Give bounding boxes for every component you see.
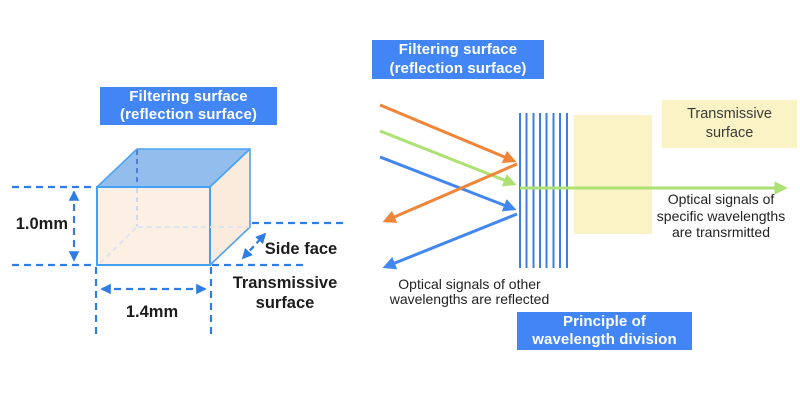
transmitted-caption-line2: specific wavelengths (656, 207, 786, 224)
transmissive-surface-box: Transmissive surface (662, 100, 797, 148)
filtering-surface-label-line2: (reflection surface) (119, 106, 258, 123)
transmissive-box-line2: surface (705, 125, 754, 141)
incident-ray-orange (379, 103, 517, 164)
filtering-surface-label-left: Filtering surface (reflection surface) (100, 87, 277, 125)
cube-front-face (96, 186, 211, 266)
side-face-dimension-arrow (241, 232, 267, 260)
width-dimension-value: 1.4mm (125, 303, 179, 321)
reflected-ray-blue (382, 212, 518, 270)
transmitted-caption-line1: Optical signals of (667, 191, 775, 207)
transmissive-box-line1: Transmissive (687, 106, 772, 122)
principle-label: Principle of wavelength division (517, 312, 692, 350)
filtering-surface-label-line1: Filtering surface (398, 41, 518, 58)
incident-ray-green (379, 129, 517, 187)
cube-3d (96, 148, 251, 266)
filter-layers (519, 113, 568, 268)
dimension-lines (12, 185, 344, 338)
transmitted-caption-line3: are transrmitted (671, 224, 771, 240)
filtering-surface-label-line1: Filtering surface (129, 87, 248, 105)
reflected-ray-orange (382, 162, 518, 223)
filter-body (574, 115, 652, 234)
transmissive-label-line2: surface (255, 293, 315, 312)
incident-ray-blue (379, 155, 517, 212)
reflected-caption: Optical signals of other wavelengths are… (382, 277, 557, 307)
principle-label-line1: Principle of (563, 312, 646, 330)
reflected-caption-line2: wavelengths are reflected (389, 291, 550, 307)
reflected-caption-line1: Optical signals of other (398, 276, 541, 292)
transmissive-label-line1: Transmissive (232, 274, 338, 292)
transmissive-surface-label-left: Transmissive surface (220, 274, 350, 313)
optical-rays (379, 103, 788, 270)
side-face-label: Side face (264, 240, 338, 258)
transmitted-caption: Optical signals of specific wavelengths … (640, 191, 800, 241)
height-dimension-value: 1.0mm (15, 215, 68, 233)
principle-label-line2: wavelength division (532, 331, 677, 348)
filtering-surface-label-right: Filtering surface (reflection surface) (372, 40, 544, 79)
filtering-surface-label-line2: (reflection surface) (389, 59, 527, 77)
